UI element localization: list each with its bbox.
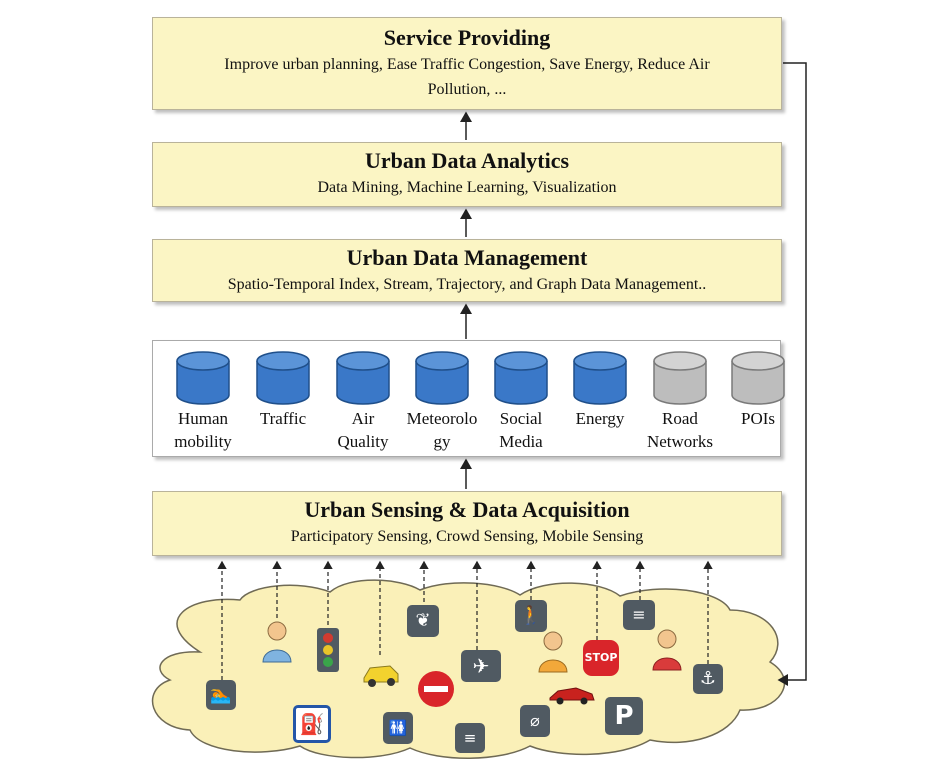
broadcast-icon: ≡ [623, 600, 655, 630]
dataset-label: Traffic [259, 409, 307, 428]
dataset-social-media: Social Media [484, 351, 558, 453]
parking-icon: P [605, 697, 643, 735]
person-blue-icon [262, 621, 292, 663]
database-icon [415, 351, 469, 405]
sports-car-icon [549, 687, 595, 705]
layer-arrows [460, 62, 807, 686]
database-icon [336, 351, 390, 405]
database-icon [731, 351, 785, 405]
pedestrian-icon: 🚶 [515, 600, 547, 632]
dataset-label: Energy [575, 409, 625, 428]
database-icon [176, 351, 230, 405]
dataset-road-networks: Road Networks [643, 351, 717, 453]
service-title: Service Providing [383, 25, 551, 50]
analytics-subtitle: Data Mining, Machine Learning, Visualiza… [317, 179, 617, 196]
leaf-icon: ❦ [407, 605, 439, 637]
dataset-energy: Energy [563, 351, 637, 430]
dataset-label: Meteorolo gy [406, 409, 478, 451]
airplane-icon: ✈ [461, 650, 501, 682]
restroom-icon: 🚻 [383, 712, 413, 744]
analytics-title: Urban Data Analytics [364, 148, 570, 173]
urban-data-management-layer: Urban Data Management Spatio-Temporal In… [152, 239, 782, 302]
database-icon [573, 351, 627, 405]
database-icon [494, 351, 548, 405]
sensing-subtitle: Participatory Sensing, Crowd Sensing, Mo… [290, 528, 644, 545]
dataset-air-quality: Air Quality [326, 351, 400, 453]
management-title: Urban Data Management [346, 245, 588, 270]
urban-data-analytics-layer: Urban Data Analytics Data Mining, Machin… [152, 142, 782, 207]
service-providing-layer: Service Providing Improve urban planning… [152, 17, 782, 110]
dataset-label: POIs [740, 409, 775, 428]
person-red-icon [652, 629, 682, 671]
dataset-label: Air Quality [337, 409, 389, 451]
satellite-dish-icon: ⌀ [520, 705, 550, 737]
fuel-station-icon: ⛽ [293, 705, 331, 743]
dataset-meteorolo-gy: Meteorolo gy [405, 351, 479, 453]
database-icon [653, 351, 707, 405]
radio-icon: ≡ [455, 723, 485, 753]
dataset-pois: POIs [721, 351, 795, 430]
dataset-label: Road Networks [646, 409, 714, 451]
service-subtitle: Improve urban planning, Ease Traffic Con… [224, 56, 710, 98]
no-entry-icon [418, 671, 454, 707]
swimming-icon: 🏊 [206, 680, 236, 710]
feedback-arrow [777, 62, 807, 686]
sensing-arrows [217, 560, 713, 680]
person-orange-icon [538, 631, 568, 673]
urban-sensing-layer: Urban Sensing & Data Acquisition Partici… [152, 491, 782, 556]
dataset-human-mobility: Human mobility [166, 351, 240, 453]
dataset-label: Social Media [499, 409, 543, 451]
taxi-icon [363, 665, 399, 687]
anchor-icon: ⚓ [693, 664, 723, 694]
management-subtitle: Spatio-Temporal Index, Stream, Trajector… [227, 276, 707, 293]
stop-sign-icon: STOP [583, 640, 619, 676]
database-icon [256, 351, 310, 405]
data-stores-panel: Human mobility Traffic Air Quality Meteorol… [152, 340, 785, 457]
sensing-title: Urban Sensing & Data Acquisition [304, 497, 630, 522]
traffic-light-icon [317, 628, 339, 672]
dataset-label: Human mobility [174, 409, 232, 451]
dataset-traffic: Traffic [246, 351, 320, 430]
